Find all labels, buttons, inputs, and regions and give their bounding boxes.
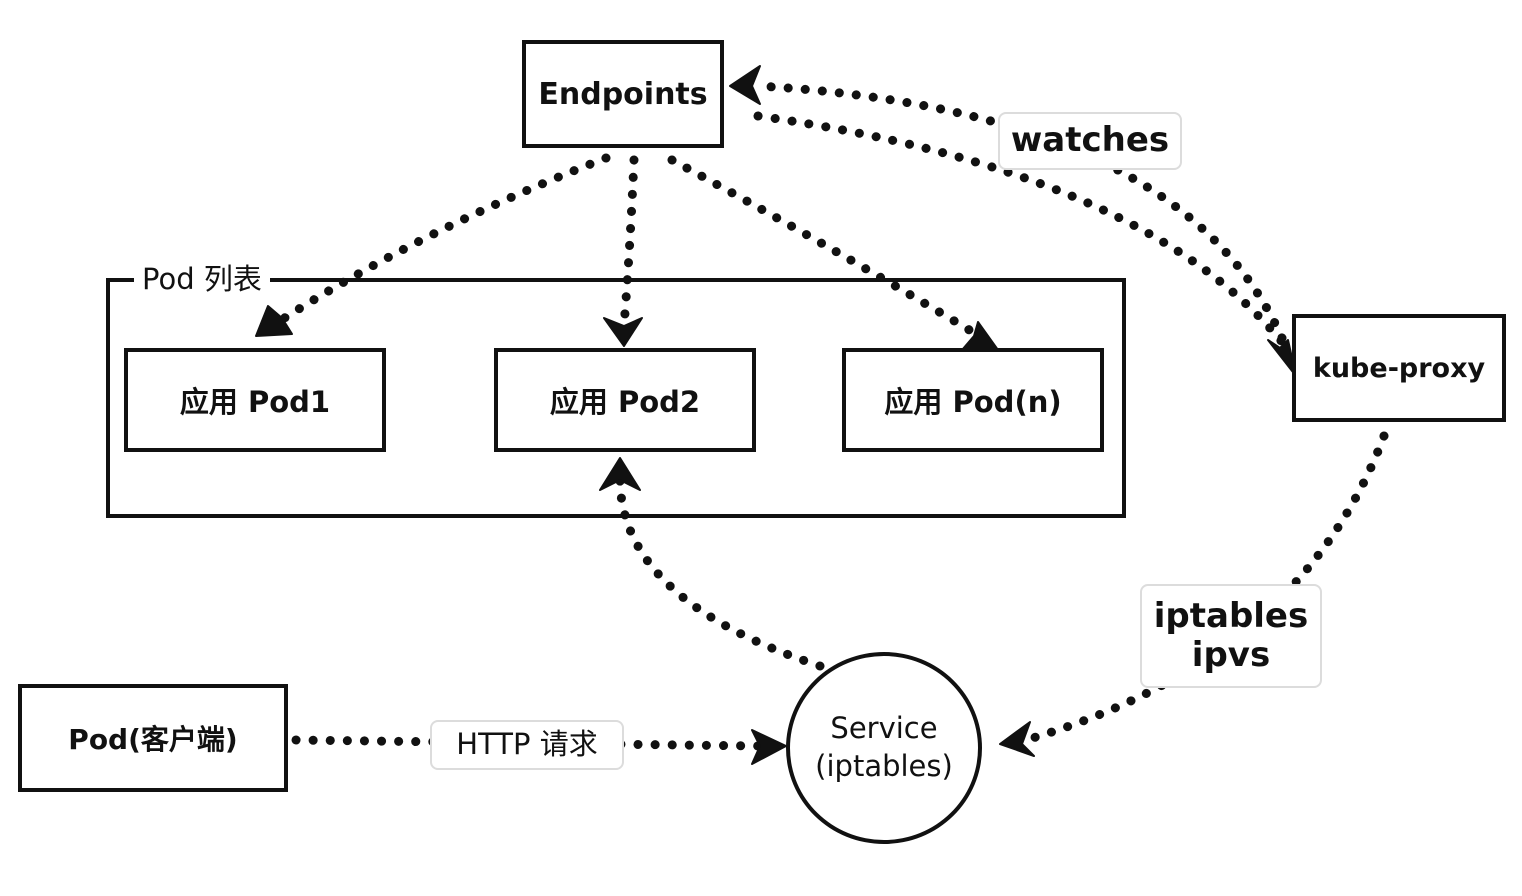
endpoints-label: Endpoints: [538, 76, 708, 112]
watches-edge-label: watches: [998, 112, 1182, 170]
client-pod-label: Pod(客户端): [68, 723, 238, 756]
service-label-line1: Service: [830, 711, 938, 746]
service-node[interactable]: Service (iptables): [786, 652, 982, 844]
iptables-text: iptables: [1153, 595, 1309, 636]
arrowhead-kube-proxy: [1267, 339, 1297, 377]
arrowhead-endpoints: [729, 65, 761, 105]
edge-kube-proxy-to-service: [1021, 431, 1389, 745]
pod-list-label: Pod 列表: [134, 256, 270, 298]
arrowhead-service-left: [751, 729, 787, 765]
edge-service-to-pod2: [615, 473, 825, 671]
http-request-edge-label: HTTP 请求: [430, 720, 624, 770]
pod2-node[interactable]: 应用 Pod2: [494, 348, 756, 452]
ipvs-text: ipvs: [1191, 635, 1271, 675]
endpoints-node[interactable]: Endpoints: [522, 40, 724, 148]
service-label-line2: (iptables): [815, 749, 953, 783]
pod1-node[interactable]: 应用 Pod1: [124, 348, 386, 452]
client-pod-node[interactable]: Pod(客户端): [18, 684, 288, 792]
pod1-label: 应用 Pod1: [179, 385, 331, 419]
kube-proxy-node[interactable]: kube-proxy: [1292, 314, 1506, 422]
kube-proxy-label: kube-proxy: [1312, 352, 1486, 384]
arrowhead-pod2-bottom: [599, 457, 641, 491]
arrowhead-pod2: [603, 317, 643, 347]
edge-endpoints-to-podn: [667, 155, 981, 339]
http-request-text: HTTP 请求: [456, 727, 598, 762]
edge-endpoints-to-kube-proxy: [753, 111, 1287, 347]
arrowhead-pod1: [255, 305, 293, 337]
edge-endpoints-to-pod1: [267, 153, 611, 331]
watches-text: watches: [1010, 120, 1170, 161]
iptables-ipvs-edge-label: iptables ipvs: [1140, 584, 1322, 688]
podn-node[interactable]: 应用 Pod(n): [842, 348, 1104, 452]
pod2-label: 应用 Pod2: [549, 385, 701, 419]
arrowhead-service-right: [999, 721, 1035, 757]
podn-label: 应用 Pod(n): [884, 385, 1062, 419]
edge-endpoints-to-pod2: [619, 155, 639, 331]
pod-list-group-frame: [106, 278, 1126, 518]
